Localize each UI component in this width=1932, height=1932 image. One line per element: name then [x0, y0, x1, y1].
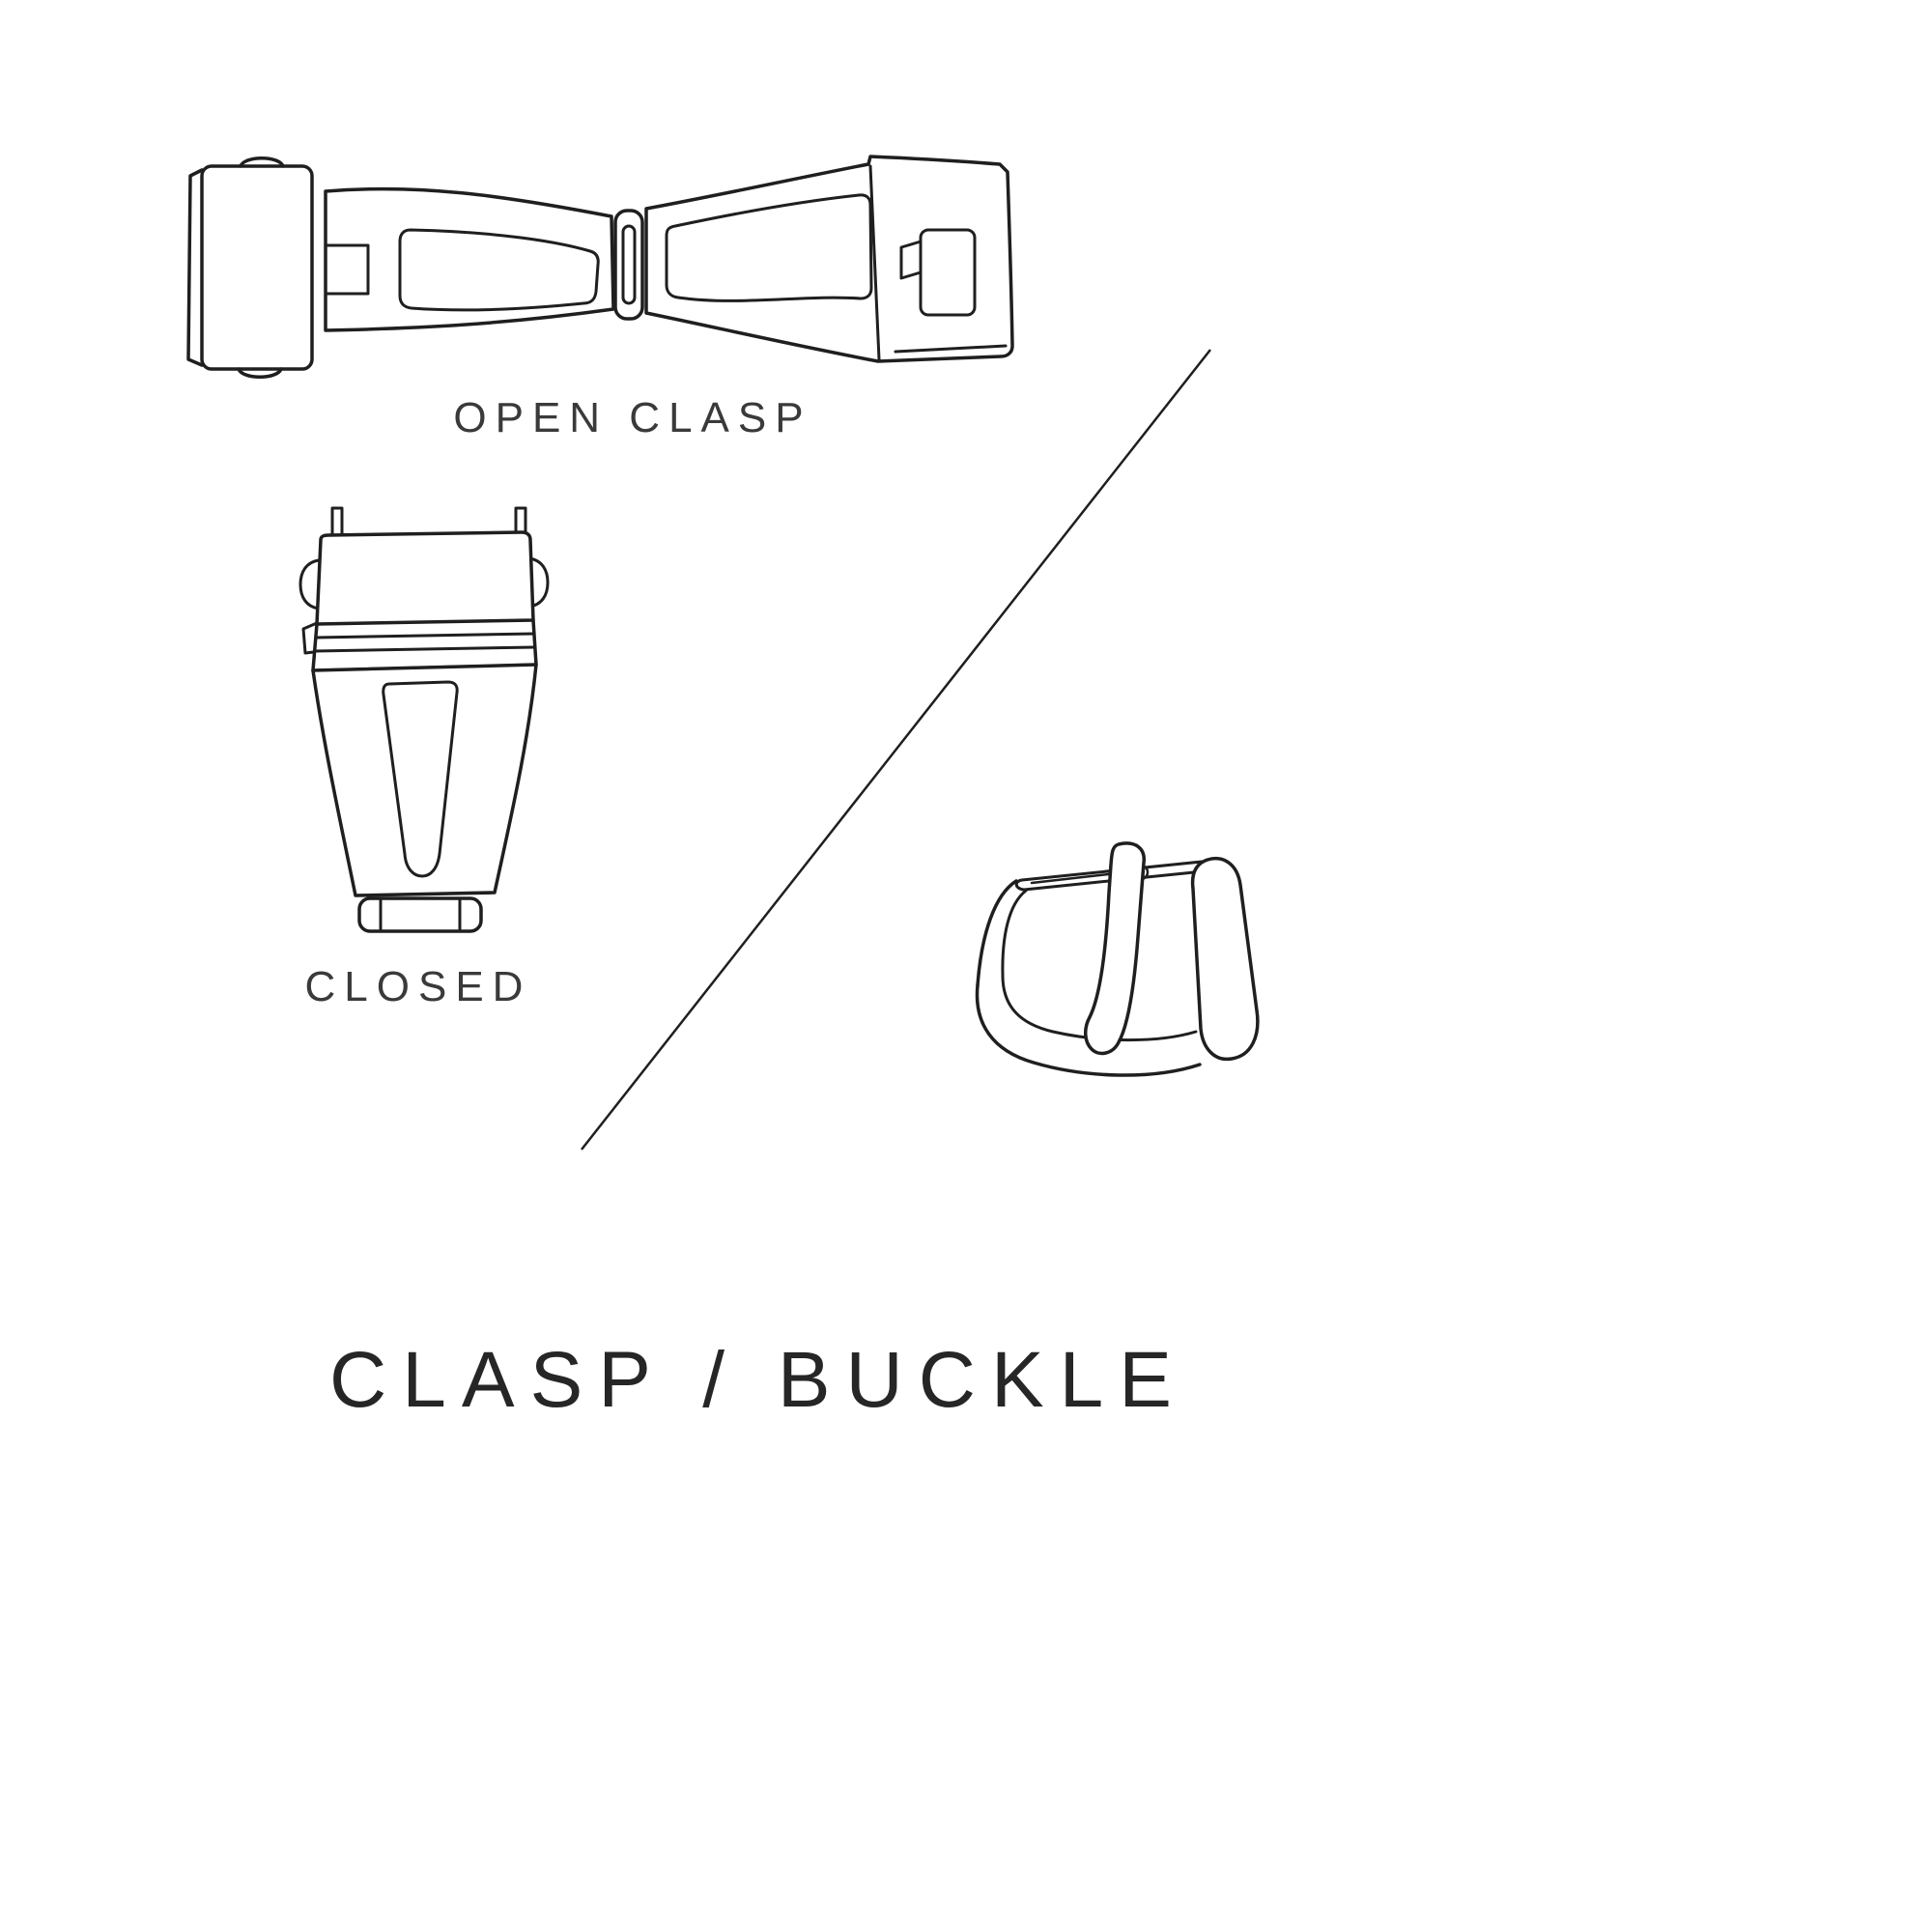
detail-path — [667, 195, 871, 301]
outline-path — [359, 898, 481, 931]
detail-path — [300, 560, 319, 609]
closed-clasp-bands — [303, 620, 536, 670]
detail-path — [326, 245, 368, 294]
detail-path — [315, 647, 535, 651]
buckle-tongue — [1086, 843, 1145, 1053]
buckle-frame-bottom — [977, 976, 1200, 1075]
outline-path — [978, 881, 1016, 985]
detail-path — [303, 623, 317, 653]
detail-path — [921, 230, 975, 315]
outline-path — [188, 170, 202, 365]
detail-path — [870, 166, 879, 359]
detail-path — [623, 226, 635, 303]
outline-path — [239, 369, 281, 377]
buckle-frame-left — [978, 881, 1026, 985]
closed-clasp-end-cap — [359, 898, 481, 931]
outline-path — [202, 166, 312, 369]
closed-clasp-svg — [288, 500, 558, 945]
outline-path — [977, 985, 1200, 1075]
outline-path — [1193, 859, 1258, 1060]
tang-buckle-svg — [954, 833, 1293, 1113]
open-clasp-illustration — [179, 147, 1019, 390]
tang-buckle-illustration — [954, 833, 1293, 1113]
outline-path — [241, 158, 283, 166]
detail-path — [1016, 862, 1204, 890]
closed-clasp-illustration — [288, 500, 558, 945]
outline-path — [317, 532, 533, 624]
outline-path — [1086, 843, 1145, 1053]
buckle-frame-right — [1193, 859, 1258, 1060]
page-title: CLASP / BUCKLE — [329, 1336, 1187, 1424]
open-clasp-right-arm — [646, 156, 1012, 361]
detail-path — [313, 624, 317, 670]
closed-clasp-cover — [317, 532, 533, 624]
detail-path — [316, 634, 534, 638]
detail-path — [1003, 891, 1026, 976]
detail-path — [332, 508, 342, 537]
detail-path — [384, 682, 457, 876]
open-clasp-left-arm — [326, 189, 613, 330]
outline-path — [313, 665, 536, 895]
detail-path — [1003, 976, 1196, 1040]
outline-path — [326, 189, 613, 330]
closed-clasp-body — [313, 665, 536, 895]
detail-path — [400, 230, 598, 310]
open-clasp-hinge — [615, 211, 642, 319]
open-clasp-svg — [179, 147, 1019, 390]
detail-path — [901, 242, 921, 278]
open-clasp-left-end — [188, 158, 312, 378]
detail-path — [533, 620, 536, 665]
open-clasp-label: OPEN CLASP — [453, 394, 812, 441]
closed-clasp-label: CLOSED — [304, 963, 532, 1010]
